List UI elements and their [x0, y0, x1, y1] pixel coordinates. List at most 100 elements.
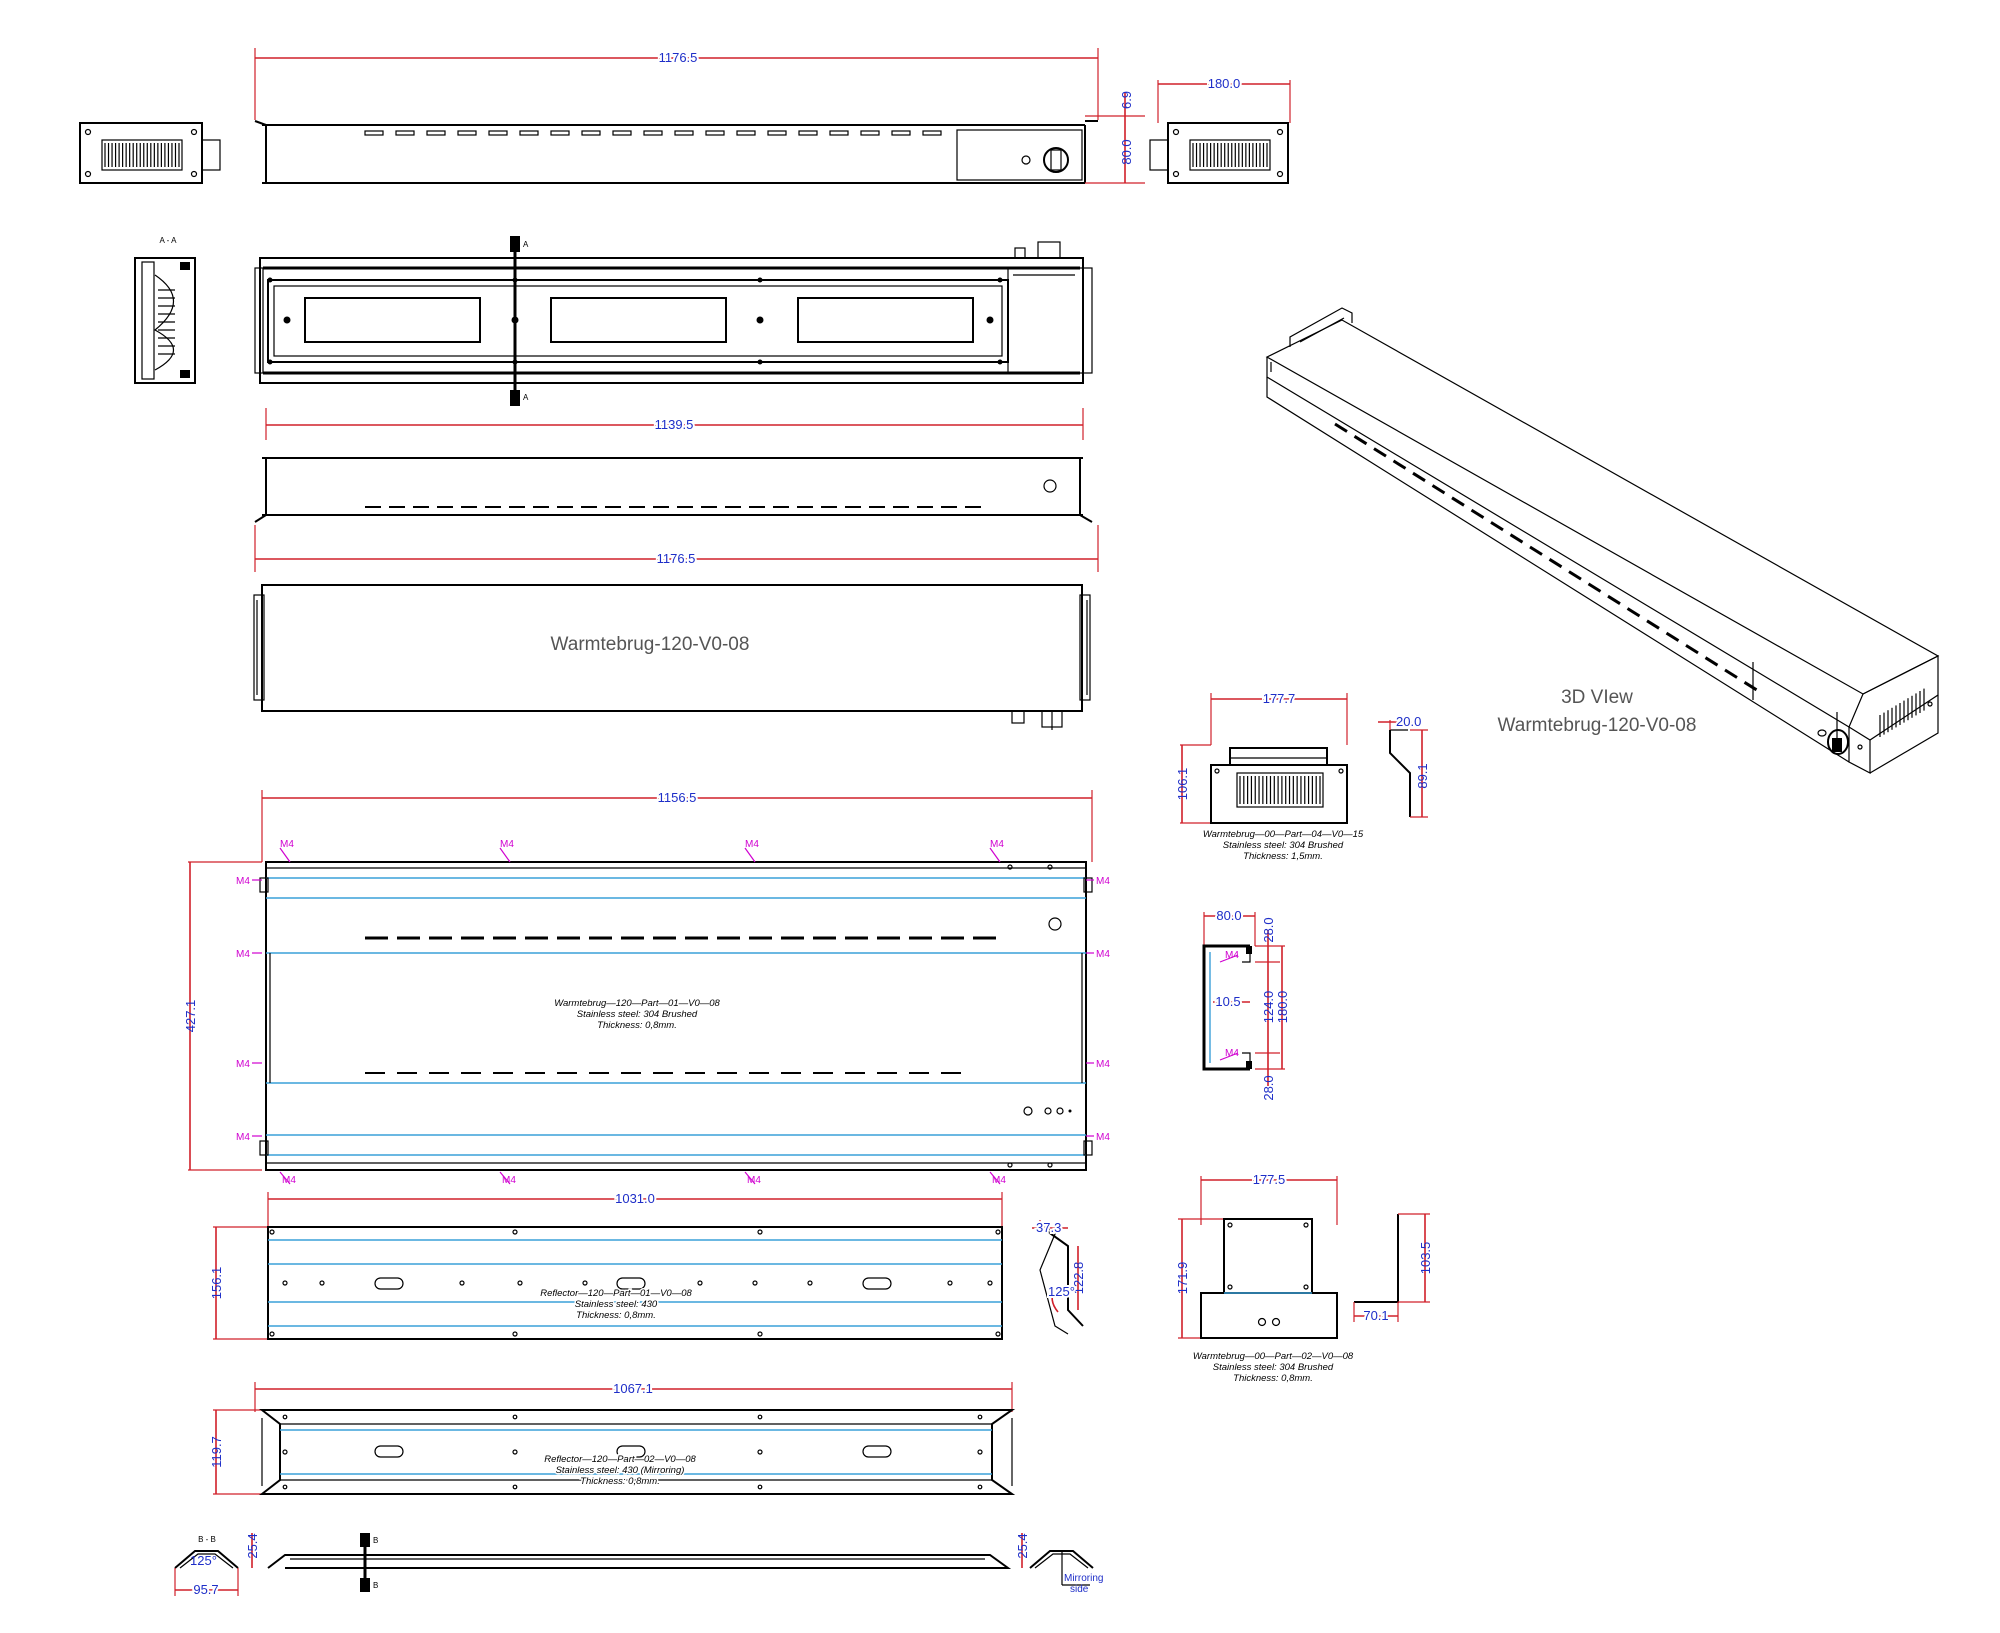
hole [319, 1280, 325, 1286]
m4-label: M4 [500, 839, 514, 850]
dim-side-offset: 6.9 [1119, 91, 1134, 109]
part02-note-1: Warmtebrug—00—Part—02—V0—08 [1193, 1351, 1354, 1362]
dim-reflector1-length: 1031.0 [615, 1191, 655, 1206]
hole [1047, 864, 1053, 870]
m4-label: M4 [1096, 876, 1110, 887]
slot-dash [1685, 644, 1699, 655]
hole [807, 1280, 813, 1286]
slot-dash [1470, 508, 1485, 519]
section-a-a: A - A [134, 236, 196, 384]
dim-part02-height: 171.9 [1175, 1262, 1190, 1295]
m4-label: M4 [1096, 1059, 1110, 1070]
view3d-part-name: Warmtebrug-120-V0-08 [1498, 715, 1697, 736]
hole [697, 1280, 703, 1286]
dim-end-10-5: 10.5 [1215, 994, 1240, 1009]
part04-note-1: Warmtebrug—00—Part—04—V0—15 [1203, 829, 1364, 840]
isometric-3d-view: 3D VIew Warmtebrug-120-V0-08 [1265, 307, 1940, 774]
vent-slot [612, 130, 632, 136]
marker-a-bottom: A [523, 393, 529, 402]
dim-part04-depth: 89.1 [1415, 763, 1430, 788]
vent-slot [674, 130, 694, 136]
hole [582, 1280, 588, 1286]
reflector1-note-2: Stainless steel: 430 [575, 1299, 658, 1310]
hole [995, 1331, 1001, 1337]
dim-side-width: 180.0 [1208, 76, 1241, 91]
vent-slot [457, 130, 477, 136]
vent-grille [101, 139, 183, 171]
hole [459, 1280, 465, 1286]
hole [282, 1414, 288, 1420]
reflector01-flat: 1031.0 156.1 Reflector—120—Part—01—V0—08… [209, 1189, 1086, 1340]
dim-part01-width: 427.1 [183, 1000, 198, 1033]
part01-note-1: Warmtebrug—120—Part—01—V0—08 [554, 998, 720, 1009]
dim-top-length: 1176.5 [659, 50, 698, 65]
slot-dash [1665, 631, 1680, 642]
dim-part02-side-h: 103.5 [1418, 1242, 1433, 1275]
dim-reflector1-side-b: 122.8 [1071, 1262, 1086, 1295]
vent-slot [488, 130, 508, 136]
m4-leader [499, 1171, 511, 1185]
m4-label: M4 [282, 1175, 296, 1186]
vent-slot [860, 130, 880, 136]
slot-dash [1373, 447, 1387, 458]
marker-a-top: A [523, 240, 529, 249]
slot-dash [1704, 656, 1719, 667]
hole [269, 1229, 275, 1235]
dim-bottom-height-right: 25.4 [1015, 1533, 1030, 1558]
dim-end-28-top: 28.0 [1261, 917, 1276, 942]
right-end-view: 180.0 [1149, 74, 1291, 184]
lid-view-housing: Warmtebrug-120-V0-08 [253, 584, 1091, 730]
part04-end-cap: 177.7 106.1 Warmtebrug—00—Part—04—V0—15 … [1175, 689, 1430, 862]
slot-dash [1626, 607, 1641, 618]
marker-b-top: B [373, 1536, 378, 1545]
slot-dash [1353, 435, 1368, 446]
hole [987, 1280, 993, 1286]
section-b-b: B - B 125° 95.7 25.4 B B 25.4 Mirroring … [174, 1533, 1103, 1599]
m4-label: M4 [1096, 949, 1110, 960]
front-view-housing: 1176.5 [254, 457, 1099, 572]
hole [757, 1484, 763, 1490]
slot-dash [1509, 533, 1524, 544]
dim-part02-side-w: 70.1 [1363, 1308, 1388, 1323]
m4-label: M4 [280, 839, 294, 850]
hole [512, 1414, 518, 1420]
dim-reflector1-angle: 125° [1048, 1284, 1075, 1299]
vent-slot [364, 130, 384, 136]
m4-label: M4 [992, 1175, 1006, 1186]
slot-dash [1568, 570, 1582, 581]
vent-slot [519, 130, 539, 136]
hole [947, 1280, 953, 1286]
dim-bottom-angle: 125° [190, 1553, 217, 1568]
part01-flat-pattern: 1156.5 427.1 Warmtebrug—120—Part—01—V0—0… [183, 788, 1110, 1186]
slot-dash [1587, 582, 1602, 593]
hole [977, 1449, 983, 1455]
dim-inner-length: 1139.5 [655, 417, 694, 432]
hole [977, 1414, 983, 1420]
vent-slot [891, 130, 911, 136]
label-section-aa: A - A [160, 236, 178, 245]
dim-part01-length: 1156.5 [658, 790, 697, 805]
vent-slot [736, 130, 756, 136]
hole [512, 1229, 518, 1235]
slot-dash [1548, 558, 1563, 569]
hole [995, 1229, 1001, 1235]
dim-part02-width: 177.5 [1253, 1172, 1286, 1187]
m4-leader [744, 1171, 756, 1185]
m4-label: M4 [236, 876, 250, 887]
dim-end-124: 124.0 [1261, 991, 1276, 1024]
reflector2-note-2: Stainless steel: 430 (Mirroring) [556, 1465, 685, 1476]
vent-slot [922, 130, 942, 136]
m4-label: M4 [236, 1059, 250, 1070]
slot-dash [1334, 422, 1348, 433]
dim-bottom-width: 95.7 [193, 1582, 218, 1597]
dim-part04-flange: 20.0 [1396, 714, 1421, 729]
part02-note-3: Thickness: 0,8mm. [1233, 1373, 1313, 1384]
hole [757, 1229, 763, 1235]
hole [269, 1331, 275, 1337]
dim-reflector2-width: 119.7 [209, 1436, 224, 1468]
reflector1-note-1: Reflector—120—Part—01—V0—08 [540, 1288, 692, 1299]
slot-dash [1431, 484, 1446, 495]
m4-label: M4 [236, 1132, 250, 1143]
vent-slot [395, 130, 415, 136]
